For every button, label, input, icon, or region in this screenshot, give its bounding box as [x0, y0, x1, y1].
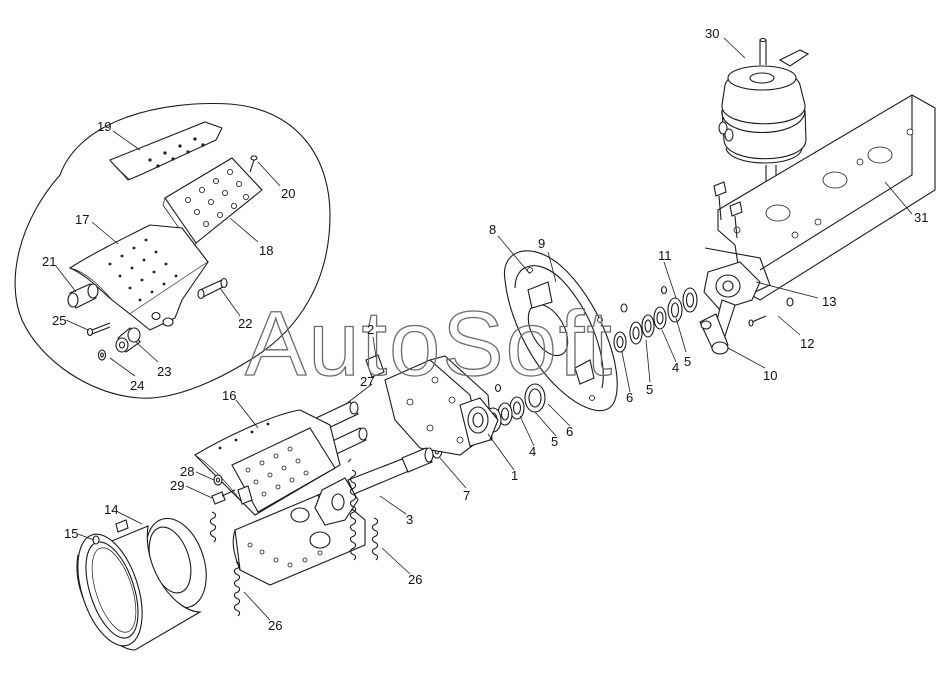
callout-23: 23 — [157, 364, 171, 379]
bracket-bolts — [713, 181, 743, 239]
dust-shield-8 — [503, 250, 618, 412]
leader-lines — [55, 37, 913, 621]
callout-6a: 6 — [626, 390, 633, 405]
pin-12 — [748, 297, 794, 327]
callout-26b: 26 — [268, 618, 282, 633]
washer-24 — [97, 349, 107, 361]
callout-16: 16 — [222, 388, 236, 403]
callout-25: 25 — [52, 313, 66, 328]
callout-26a: 26 — [408, 572, 422, 587]
callout-27: 27 — [360, 374, 374, 389]
callout-14: 14 — [104, 502, 118, 517]
bolt-25 — [86, 322, 111, 337]
camshaft-3 — [314, 447, 434, 526]
spring-26-right — [347, 458, 379, 561]
callout-22: 22 — [238, 316, 252, 331]
pin-22 — [197, 277, 228, 300]
rings-right-group — [613, 285, 698, 353]
slack-adjuster-13 — [703, 261, 761, 346]
callout-15: 15 — [64, 526, 78, 541]
shoe-17 — [68, 224, 209, 331]
roller-21 — [67, 283, 99, 309]
lining-19 — [109, 121, 223, 181]
callout-21: 21 — [42, 254, 56, 269]
brake-chamber-30 — [718, 37, 810, 205]
callout-24: 24 — [130, 378, 144, 393]
callout-17: 17 — [75, 212, 89, 227]
roller-23 — [115, 327, 141, 353]
bracket-31 — [704, 94, 936, 301]
callout-29: 29 — [170, 478, 184, 493]
callout-4b: 4 — [529, 444, 536, 459]
callout-11: 11 — [658, 248, 672, 263]
callout-7: 7 — [463, 488, 470, 503]
callout-2: 2 — [367, 322, 374, 337]
callout-9: 9 — [538, 236, 545, 251]
brake-shoe-16 — [194, 409, 366, 586]
clevis-10 — [699, 313, 729, 355]
callout-12: 12 — [800, 336, 814, 351]
callout-5c: 5 — [551, 434, 558, 449]
detail-outline — [14, 102, 331, 399]
callout-28: 28 — [180, 464, 194, 479]
callout-8: 8 — [489, 222, 496, 237]
spring-26-left — [209, 511, 241, 617]
callout-20: 20 — [281, 186, 295, 201]
callout-18: 18 — [259, 243, 273, 258]
bolt-29 — [211, 489, 236, 505]
callout-5a: 5 — [684, 354, 691, 369]
callout-1: 1 — [511, 468, 518, 483]
callout-13: 13 — [822, 294, 836, 309]
callout-31: 31 — [914, 210, 928, 225]
lining-18 — [162, 157, 263, 251]
washer-28 — [213, 474, 223, 486]
callout-6b: 6 — [566, 424, 573, 439]
callout-10: 10 — [763, 368, 777, 383]
callout-30: 30 — [705, 26, 719, 41]
callout-5b: 5 — [646, 382, 653, 397]
callout-19: 19 — [97, 119, 111, 134]
rivet-20 — [249, 155, 258, 173]
brake-spider-1 — [365, 354, 499, 456]
callout-4a: 4 — [672, 360, 679, 375]
brake-drum-14 — [76, 517, 207, 651]
watermark-text: AutoSoft — [245, 293, 614, 395]
callout-labels: 30 31 19 20 18 17 21 22 25 23 24 8 9 11 … — [42, 26, 928, 633]
callout-3: 3 — [406, 512, 413, 527]
